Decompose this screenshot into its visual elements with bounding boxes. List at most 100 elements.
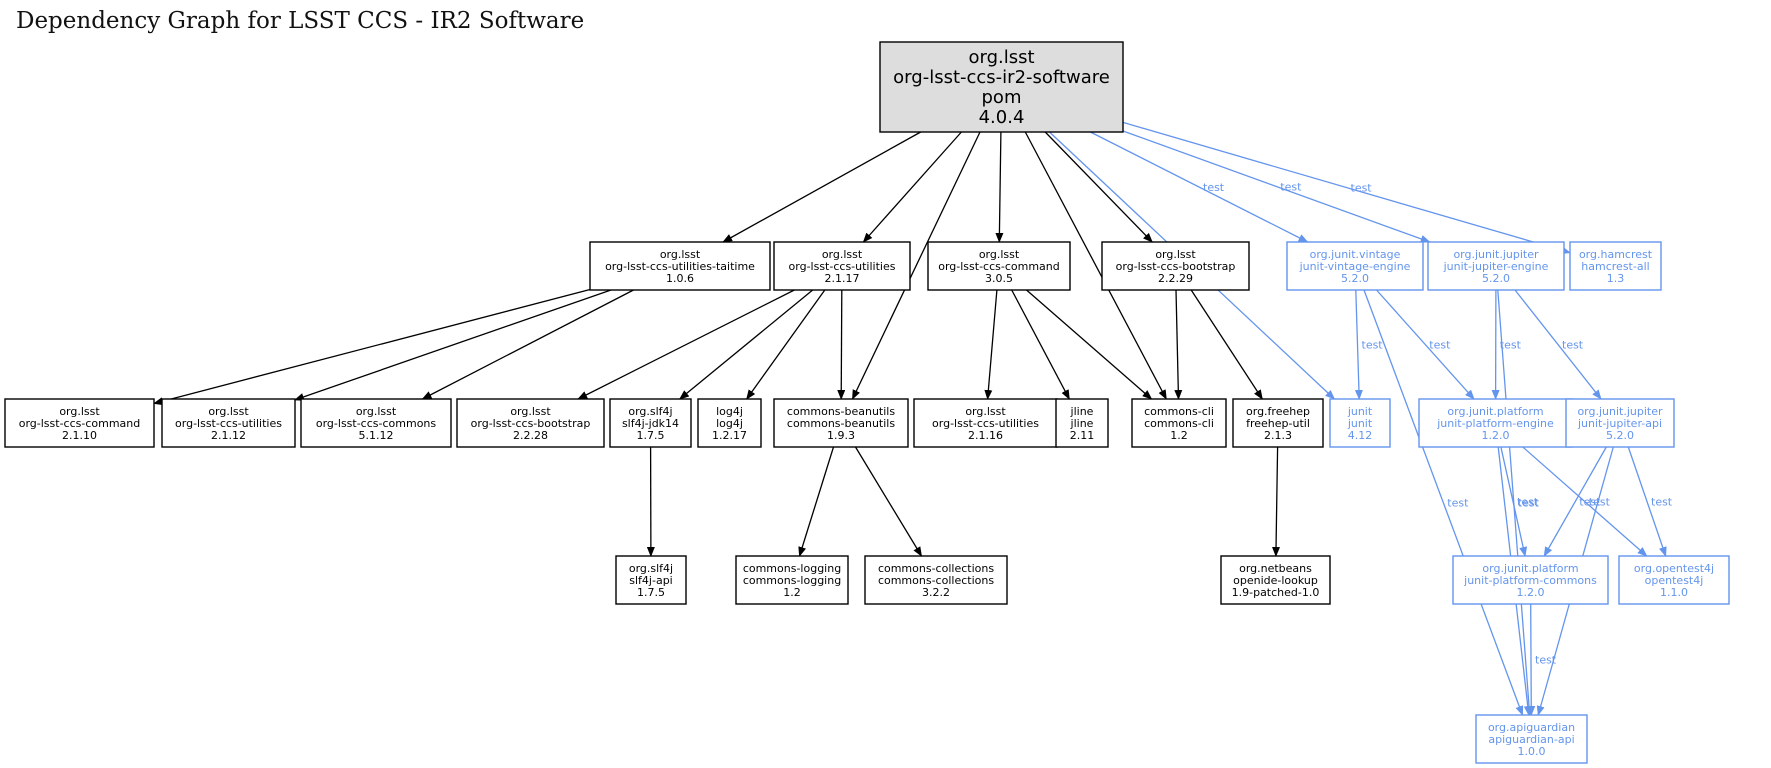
edge-line xyxy=(153,288,591,406)
node-version: 1.2.0 xyxy=(1482,429,1510,442)
node-vintage[interactable]: org.junit.vintagejunit-vintage-engine5.2… xyxy=(1286,241,1424,291)
node-artifact: commons-logging xyxy=(743,574,841,587)
edge-root-to-cli xyxy=(1024,131,1167,400)
node-box xyxy=(773,241,911,291)
edge-label: test xyxy=(1447,497,1469,510)
node-collections[interactable]: commons-collectionscommons-collections3.… xyxy=(864,555,1008,605)
edge-util2117-to-log4j xyxy=(746,289,826,400)
edge-line xyxy=(854,446,923,557)
edge-line xyxy=(1500,446,1528,557)
node-group: org.lsst xyxy=(208,405,249,418)
edge-freehep-to-openide xyxy=(1272,446,1281,557)
node-artifact: org-lsst-ccs-ir2-software xyxy=(893,67,1110,88)
node-jupeng[interactable]: org.junit.jupiterjunit-jupiter-engine5.2… xyxy=(1427,241,1565,291)
node-artifact: commons-collections xyxy=(878,574,994,587)
node-version: 1.0.6 xyxy=(666,272,694,285)
node-version: 5.1.12 xyxy=(359,429,394,442)
node-version: 1.2 xyxy=(1170,429,1188,442)
node-group: org.slf4j xyxy=(628,405,672,418)
edge-boot2229-to-cli xyxy=(1174,289,1183,400)
node-box xyxy=(456,398,605,448)
edge-line xyxy=(722,131,922,243)
node-box xyxy=(1618,555,1730,605)
node-version: 5.2.0 xyxy=(1606,429,1634,442)
node-box xyxy=(735,555,849,605)
node-artifact: org-lsst-ccs-utilities xyxy=(175,417,282,430)
edge-line xyxy=(995,131,1004,243)
node-root[interactable]: org.lsstorg-lsst-ccs-ir2-softwarepom4.0.… xyxy=(879,41,1124,133)
edge-cmd305-to-cli xyxy=(1026,289,1153,400)
node-version: 1.2.17 xyxy=(712,429,747,442)
edge-line xyxy=(1122,121,1571,255)
node-artifact: junit-jupiter-api xyxy=(1577,417,1662,430)
edge-label: test xyxy=(1429,339,1451,352)
edge-util2117-to-beanutils xyxy=(837,289,846,400)
node-version: 1.9-patched-1.0 xyxy=(1232,586,1320,599)
edge-line xyxy=(1514,289,1602,400)
edge-label: test xyxy=(1500,339,1522,352)
edge-line xyxy=(679,289,814,400)
node-box xyxy=(773,398,909,448)
node-group: org.junit.platform xyxy=(1447,405,1543,418)
node-platcommons[interactable]: org.junit.platformjunit-platform-commons… xyxy=(1452,555,1609,605)
edge-line xyxy=(1522,446,1648,557)
edge-label: test xyxy=(1517,496,1539,509)
edge-line xyxy=(294,289,612,401)
edge-beanutils-to-collections xyxy=(854,446,923,557)
node-group: org.junit.jupiter xyxy=(1577,405,1663,418)
node-group: org.lsst xyxy=(510,405,551,418)
edge-taitime-to-util2112 xyxy=(294,289,612,401)
edge-line xyxy=(1024,131,1167,400)
node-version: 4.12 xyxy=(1348,429,1373,442)
node-artifact: junit-vintage-engine xyxy=(1299,260,1411,273)
edge-boot2229-to-freehep xyxy=(1190,289,1263,400)
edge-cmd305-to-jline xyxy=(1011,289,1070,400)
node-box xyxy=(913,398,1058,448)
node-platengine[interactable]: org.junit.platformjunit-platform-engine1… xyxy=(1418,398,1573,448)
nodes-layer: org.lsstorg-lsst-ccs-ir2-softwarepom4.0.… xyxy=(4,41,1730,764)
edge-label: test xyxy=(1203,181,1225,194)
node-box xyxy=(1565,398,1675,448)
edge-jupeng-to-platengine: test xyxy=(1491,289,1522,400)
edge-label: test xyxy=(1651,496,1673,509)
node-artifact: apiguardian-api xyxy=(1488,733,1574,746)
edge-label: test xyxy=(1351,182,1373,195)
node-artifact: jline xyxy=(1070,417,1094,430)
node-artifact: opentest4j xyxy=(1645,574,1704,587)
node-artifact: org-lsst-ccs-bootstrap xyxy=(471,417,591,430)
node-artifact: commons-beanutils xyxy=(787,417,895,430)
node-box xyxy=(161,398,296,448)
node-box xyxy=(1220,555,1331,605)
node-group: commons-collections xyxy=(878,562,994,575)
edge-jupapi-to-opentest4j: test xyxy=(1627,446,1673,557)
node-group: junit xyxy=(1347,405,1373,418)
node-version: 2.1.3 xyxy=(1264,429,1292,442)
node-openide[interactable]: org.netbeansopenide-lookup1.9-patched-1.… xyxy=(1220,555,1331,605)
node-box xyxy=(1427,241,1565,291)
edge-root-to-util2117 xyxy=(862,131,962,243)
node-box xyxy=(1418,398,1573,448)
node-taitime[interactable]: org.lsstorg-lsst-ccs-utilities-taitime1.… xyxy=(589,241,771,291)
